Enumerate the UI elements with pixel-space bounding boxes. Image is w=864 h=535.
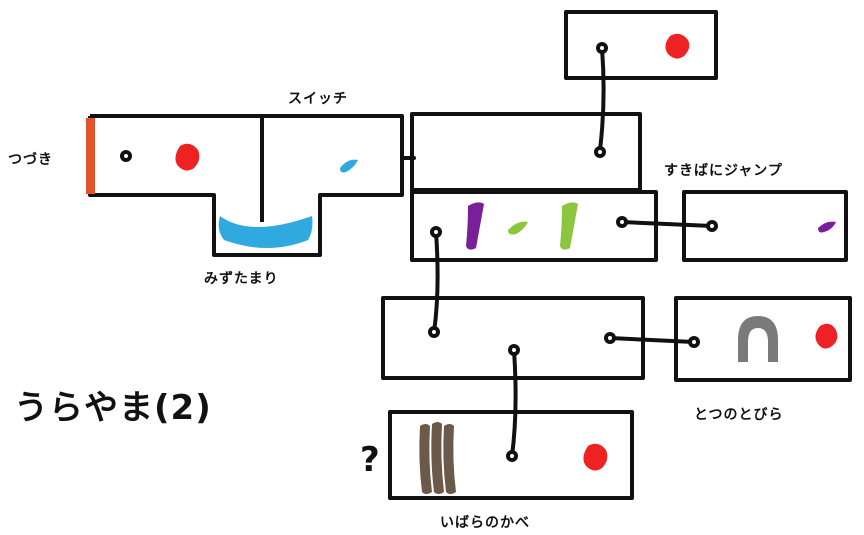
room-top <box>564 10 718 80</box>
label-thorn-wall: いばらのかべ <box>440 515 530 531</box>
purple-switch-icon <box>466 202 484 250</box>
link-mid-to-center <box>432 230 440 334</box>
red-flame-icon <box>175 33 838 471</box>
thorn-wall-icon <box>419 422 456 494</box>
entrance-marker <box>86 118 95 194</box>
arch-door-icon <box>738 316 778 362</box>
room-mid-lower <box>410 190 658 262</box>
label-puddle: みずたまり <box>204 271 279 287</box>
map-title: うらやま(2) <box>14 388 212 428</box>
room-iron-door <box>674 296 852 382</box>
room-left <box>88 114 404 257</box>
label-switch: スイッチ <box>288 91 348 107</box>
purple-mark-icon <box>818 221 836 233</box>
link-center-to-iron <box>608 336 696 344</box>
label-unknown: ? <box>360 440 381 480</box>
link-top-to-mid <box>598 46 606 152</box>
switch-icon <box>340 159 358 173</box>
link-mid-to-warp <box>620 220 714 228</box>
label-iron-door: とつのとびら <box>694 407 784 423</box>
puddle-icon <box>218 216 313 248</box>
green-wall-icon <box>560 202 578 250</box>
label-tsuzuki: つづき <box>8 152 53 168</box>
green-switch-icon <box>508 221 528 235</box>
label-warp: すきばにジャンプ <box>664 163 783 179</box>
room-thorn <box>388 410 634 500</box>
link-center-to-thorn <box>510 348 518 458</box>
